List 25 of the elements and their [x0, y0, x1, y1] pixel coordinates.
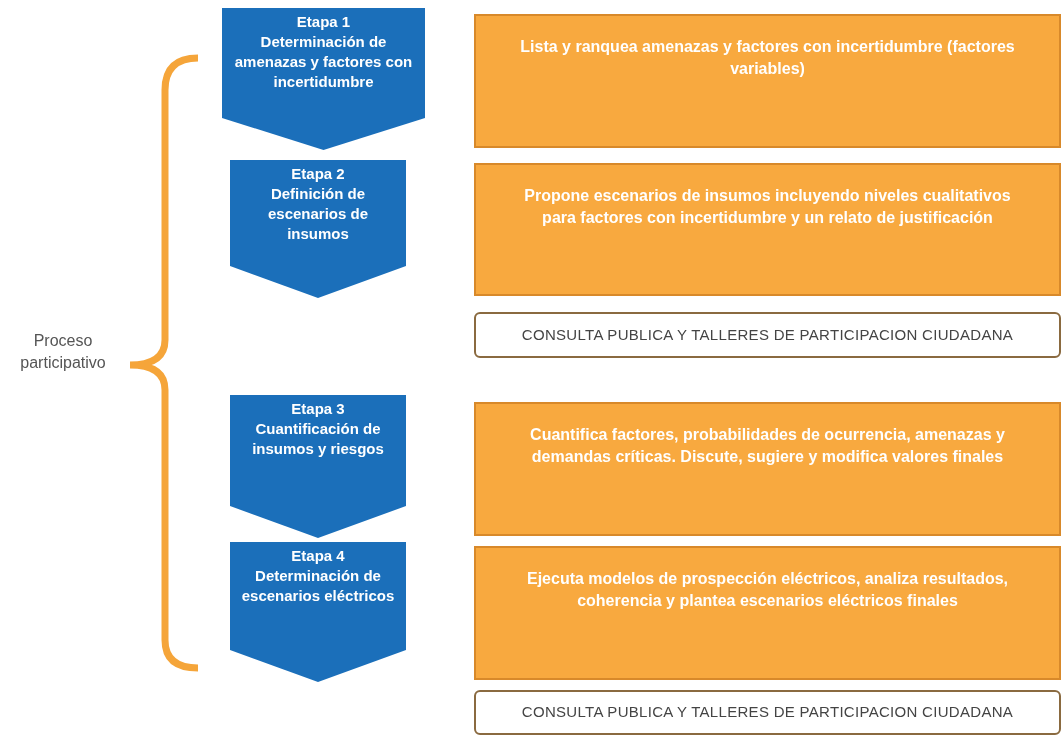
stage-chevron — [230, 395, 406, 538]
stage-chevron — [230, 542, 406, 682]
consultation-box — [474, 690, 1061, 735]
activity-text: Cuantifica factores, probabilidades de ocurrencia, amenazas y demandas críticas. Discute, sugiere y modifica valores finales — [529, 425, 1006, 467]
stage-title: Definición de escenarios de insumos — [266, 184, 370, 244]
activity-box — [474, 163, 1061, 296]
stage-title: Cuantificación de insumos y riesgos — [251, 419, 385, 459]
activity-text: Propone escenarios de insumos incluyendo niveles cualitativos para factores con incertidumbre y un relato de justificación — [523, 186, 1012, 228]
consultation-box — [474, 312, 1061, 358]
consultation-text: CONSULTA PUBLICA Y TALLERES DE PARTICIPACION CIUDADANA — [521, 324, 1014, 345]
stage-chevron — [222, 8, 425, 150]
stage-title: Determinación de amenazas y factores con incertidumbre — [233, 32, 414, 92]
stage-number: Etapa 4 — [290, 546, 346, 566]
activity-text: Lista y ranquea amenazas y factores con incertidumbre (factores variables) — [519, 37, 1016, 79]
bracket-label: Proceso participativo — [19, 331, 107, 373]
consultation-text: CONSULTA PUBLICA Y TALLERES DE PARTICIPACION CIUDADANA — [521, 702, 1014, 723]
stage-title: Determinación de escenarios eléctricos — [240, 566, 396, 606]
activity-box — [474, 14, 1061, 148]
stage-number: Etapa 1 — [295, 12, 352, 32]
activity-text: Ejecuta modelos de prospección eléctricos, analiza resultados, coherencia y plantea escenarios eléctricos finales — [525, 569, 1010, 611]
stage-chevron — [230, 160, 406, 298]
stage-number: Etapa 2 — [290, 164, 346, 184]
activity-box — [474, 402, 1061, 536]
activity-box — [474, 546, 1061, 680]
stage-number: Etapa 3 — [290, 399, 346, 419]
